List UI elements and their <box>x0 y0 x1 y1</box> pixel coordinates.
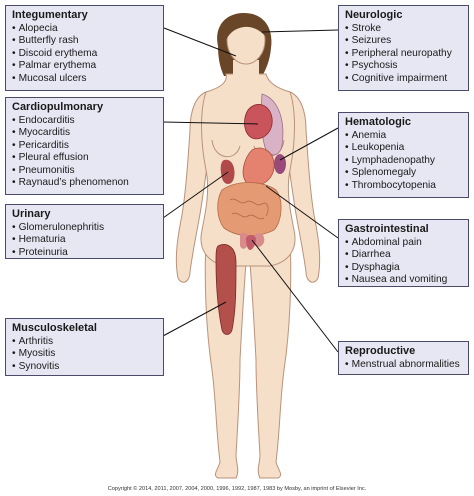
gastrointestinal-title: Gastrointestinal <box>345 223 429 235</box>
heart <box>244 104 273 140</box>
cardiopulmonary-item: Pleural effusion <box>12 152 158 164</box>
gastrointestinal-box: Gastrointestinal Abdominal pain Diarrhea… <box>338 219 469 287</box>
intestine-coils <box>229 198 269 220</box>
hematologic-item: Anemia <box>345 130 463 142</box>
leader-neurologic <box>261 29 339 33</box>
urinary-item: Hematuria <box>12 234 158 246</box>
neck <box>233 60 259 82</box>
hematologic-box: Hematologic Anemia Leukopenia Lymphadeno… <box>338 112 469 198</box>
cardiopulmonary-item: Endocarditis <box>12 115 158 127</box>
cardiopulmonary-item: Pneumonitis <box>12 165 158 177</box>
integumentary-item: Mucosal ulcers <box>12 73 158 85</box>
gastrointestinal-item: Nausea and vomiting <box>345 274 463 286</box>
gastrointestinal-item: Diarrhea <box>345 249 463 261</box>
copyright-text: Copyright © 2014, 2011, 2007, 2004, 2000… <box>107 486 367 492</box>
gastrointestinal-item: Abdominal pain <box>345 237 463 249</box>
integumentary-item: Palmar erythema <box>12 60 158 72</box>
uterus <box>240 232 265 249</box>
thigh-muscle <box>215 244 237 335</box>
reproductive-item: Menstrual abnormalities <box>345 359 463 371</box>
neurologic-item: Peripheral neuropathy <box>345 48 463 60</box>
musculoskeletal-item: Myositis <box>12 348 158 360</box>
reproductive-title: Reproductive <box>345 345 416 357</box>
leader-reproductive <box>251 239 339 353</box>
neurologic-title: Neurologic <box>345 9 403 21</box>
hematologic-title: Hematologic <box>345 116 412 128</box>
cardiopulmonary-title: Cardiopulmonary <box>12 101 104 113</box>
hematologic-item: Leukopenia <box>345 142 463 154</box>
integumentary-item: Discoid erythema <box>12 48 158 60</box>
integumentary-item: Butterfly rash <box>12 35 158 47</box>
musculoskeletal-box: Musculoskeletal Arthritis Myositis Synov… <box>5 318 164 376</box>
cardiopulmonary-item: Myocarditis <box>12 127 158 139</box>
hematologic-item: Lymphadenopathy <box>345 155 463 167</box>
musculoskeletal-item: Synovitis <box>12 361 158 373</box>
leader-musculoskeletal <box>162 301 227 337</box>
leader-gastrointestinal <box>265 185 339 239</box>
right-leg <box>249 239 292 479</box>
urinary-title: Urinary <box>12 208 51 220</box>
cardiopulmonary-box: Cardiopulmonary Endocarditis Myocarditis… <box>5 97 164 195</box>
leader-urinary <box>162 171 229 219</box>
neurologic-item: Cognitive impairment <box>345 73 463 85</box>
integumentary-item: Alopecia <box>12 23 158 35</box>
intestines <box>217 182 282 237</box>
integumentary-title: Integumentary <box>12 9 88 21</box>
urinary-box: Urinary Glomerulonephritis Hematuria Pro… <box>5 204 164 259</box>
hematologic-item: Thrombocytopenia <box>345 180 463 192</box>
integumentary-box: Integumentary Alopecia Butterfly rash Di… <box>5 5 164 91</box>
neurologic-item: Stroke <box>345 23 463 35</box>
urinary-item: Proteinuria <box>12 247 158 259</box>
leader-integumentary <box>163 27 237 57</box>
leader-lines <box>162 27 339 353</box>
hair-top <box>225 14 269 40</box>
neurologic-box: Neurologic Stroke Seizures Peripheral ne… <box>338 5 469 91</box>
cardiopulmonary-item: Raynaud’s phenomenon <box>12 177 158 189</box>
hematologic-item: Splenomegaly <box>345 167 463 179</box>
cardiopulmonary-item: Pericarditis <box>12 140 158 152</box>
neurologic-item: Psychosis <box>345 60 463 72</box>
neurologic-item: Seizures <box>345 35 463 47</box>
leader-cardiopulmonary <box>162 121 259 125</box>
uterus-center <box>246 235 256 250</box>
musculoskeletal-title: Musculoskeletal <box>12 322 97 334</box>
reproductive-box: Reproductive Menstrual abnormalities <box>338 341 469 375</box>
gastrointestinal-item: Dysphagia <box>345 262 463 274</box>
urinary-item: Glomerulonephritis <box>12 222 158 234</box>
spleen <box>274 154 286 174</box>
musculoskeletal-item: Arthritis <box>12 336 158 348</box>
leader-hematologic <box>279 127 339 161</box>
breast-outline <box>211 139 241 157</box>
